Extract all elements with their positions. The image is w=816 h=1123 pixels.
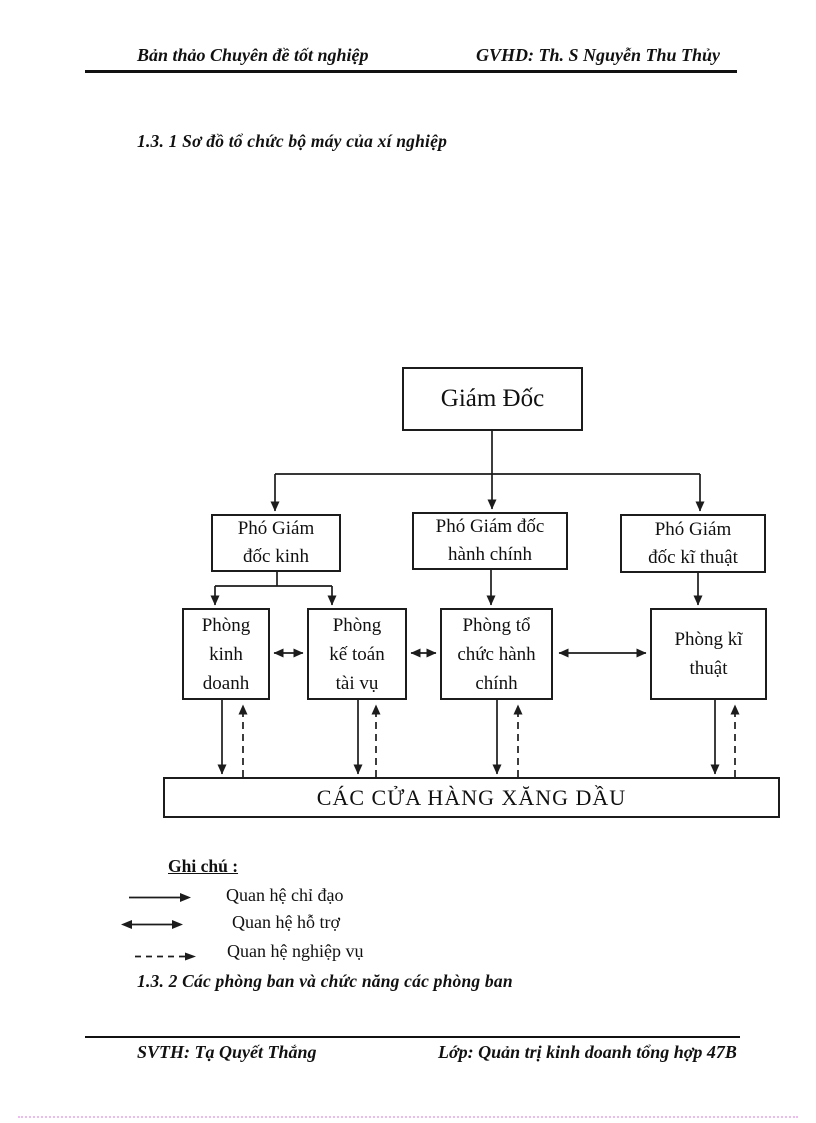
section-heading-1: 1.3. 1 Sơ đồ tổ chức bộ máy của xí nghiệ… [137, 131, 448, 151]
department-box-admin-organization: Phòng tổ chức hành chính [440, 608, 553, 700]
footer-rule [85, 1036, 740, 1038]
stores-box: CÁC CỬA HÀNG XĂNG DẦU [163, 777, 780, 818]
legend-item-label: Quan hệ nghiệp vụ [227, 941, 364, 961]
section-heading-2: 1.3. 2 Các phòng ban và chức năng các ph… [137, 971, 513, 991]
deputy-label: Phó Giám đốc kinh [237, 518, 315, 567]
header-rule [85, 70, 737, 73]
legend-title: Ghi chú : [168, 856, 239, 876]
department-box-technical: Phòng kĩ thuật [650, 608, 767, 700]
department-label: Phòng kế toán tài vụ [329, 614, 385, 694]
stores-label: CÁC CỬA HÀNG XĂNG DẦU [316, 784, 627, 810]
footer-right-text: Lớp: Quản trị kinh doanh tổng hợp 47B [438, 1042, 737, 1062]
solid-arrow-icon [129, 893, 191, 902]
director-box: Giám Đốc [402, 367, 583, 431]
header-right-text: GVHD: Th. S Nguyễn Thu Thủy [476, 45, 721, 65]
double-arrow-icon [121, 920, 183, 929]
deputy-box-administration: Phó Giám đốc hành chính [412, 512, 568, 570]
deputy-box-technical: Phó Giám đốc kĩ thuật [620, 514, 766, 573]
footer-left-text: SVTH: Tạ Quyết Thắng [137, 1042, 317, 1062]
operational-connectors [238, 704, 740, 777]
legend-item-label: Quan hệ hỗ trợ [232, 912, 340, 932]
department-label: Phòng kinh doanh [201, 614, 251, 694]
header-left-text: Bản thảo Chuyên đề tốt nghiệp [137, 45, 369, 65]
department-label: Phòng tổ chức hành chính [457, 614, 536, 694]
director-label: Giám Đốc [440, 385, 545, 412]
deputy-label: Phó Giám đốc hành chính [435, 516, 545, 565]
department-label: Phòng kĩ thuật [674, 629, 743, 679]
dashed-arrow-icon [135, 952, 196, 961]
department-box-accounting: Phòng kế toán tài vụ [307, 608, 407, 700]
deputy-box-business: Phó Giám đốc kinh [211, 514, 341, 572]
legend-item-label: Quan hệ chỉ đạo [226, 885, 344, 905]
department-box-business: Phòng kinh doanh [182, 608, 270, 700]
directive-connectors [210, 430, 720, 775]
deputy-label: Phó Giám đốc kĩ thuật [648, 518, 738, 568]
scan-artifact-line [18, 1116, 798, 1118]
